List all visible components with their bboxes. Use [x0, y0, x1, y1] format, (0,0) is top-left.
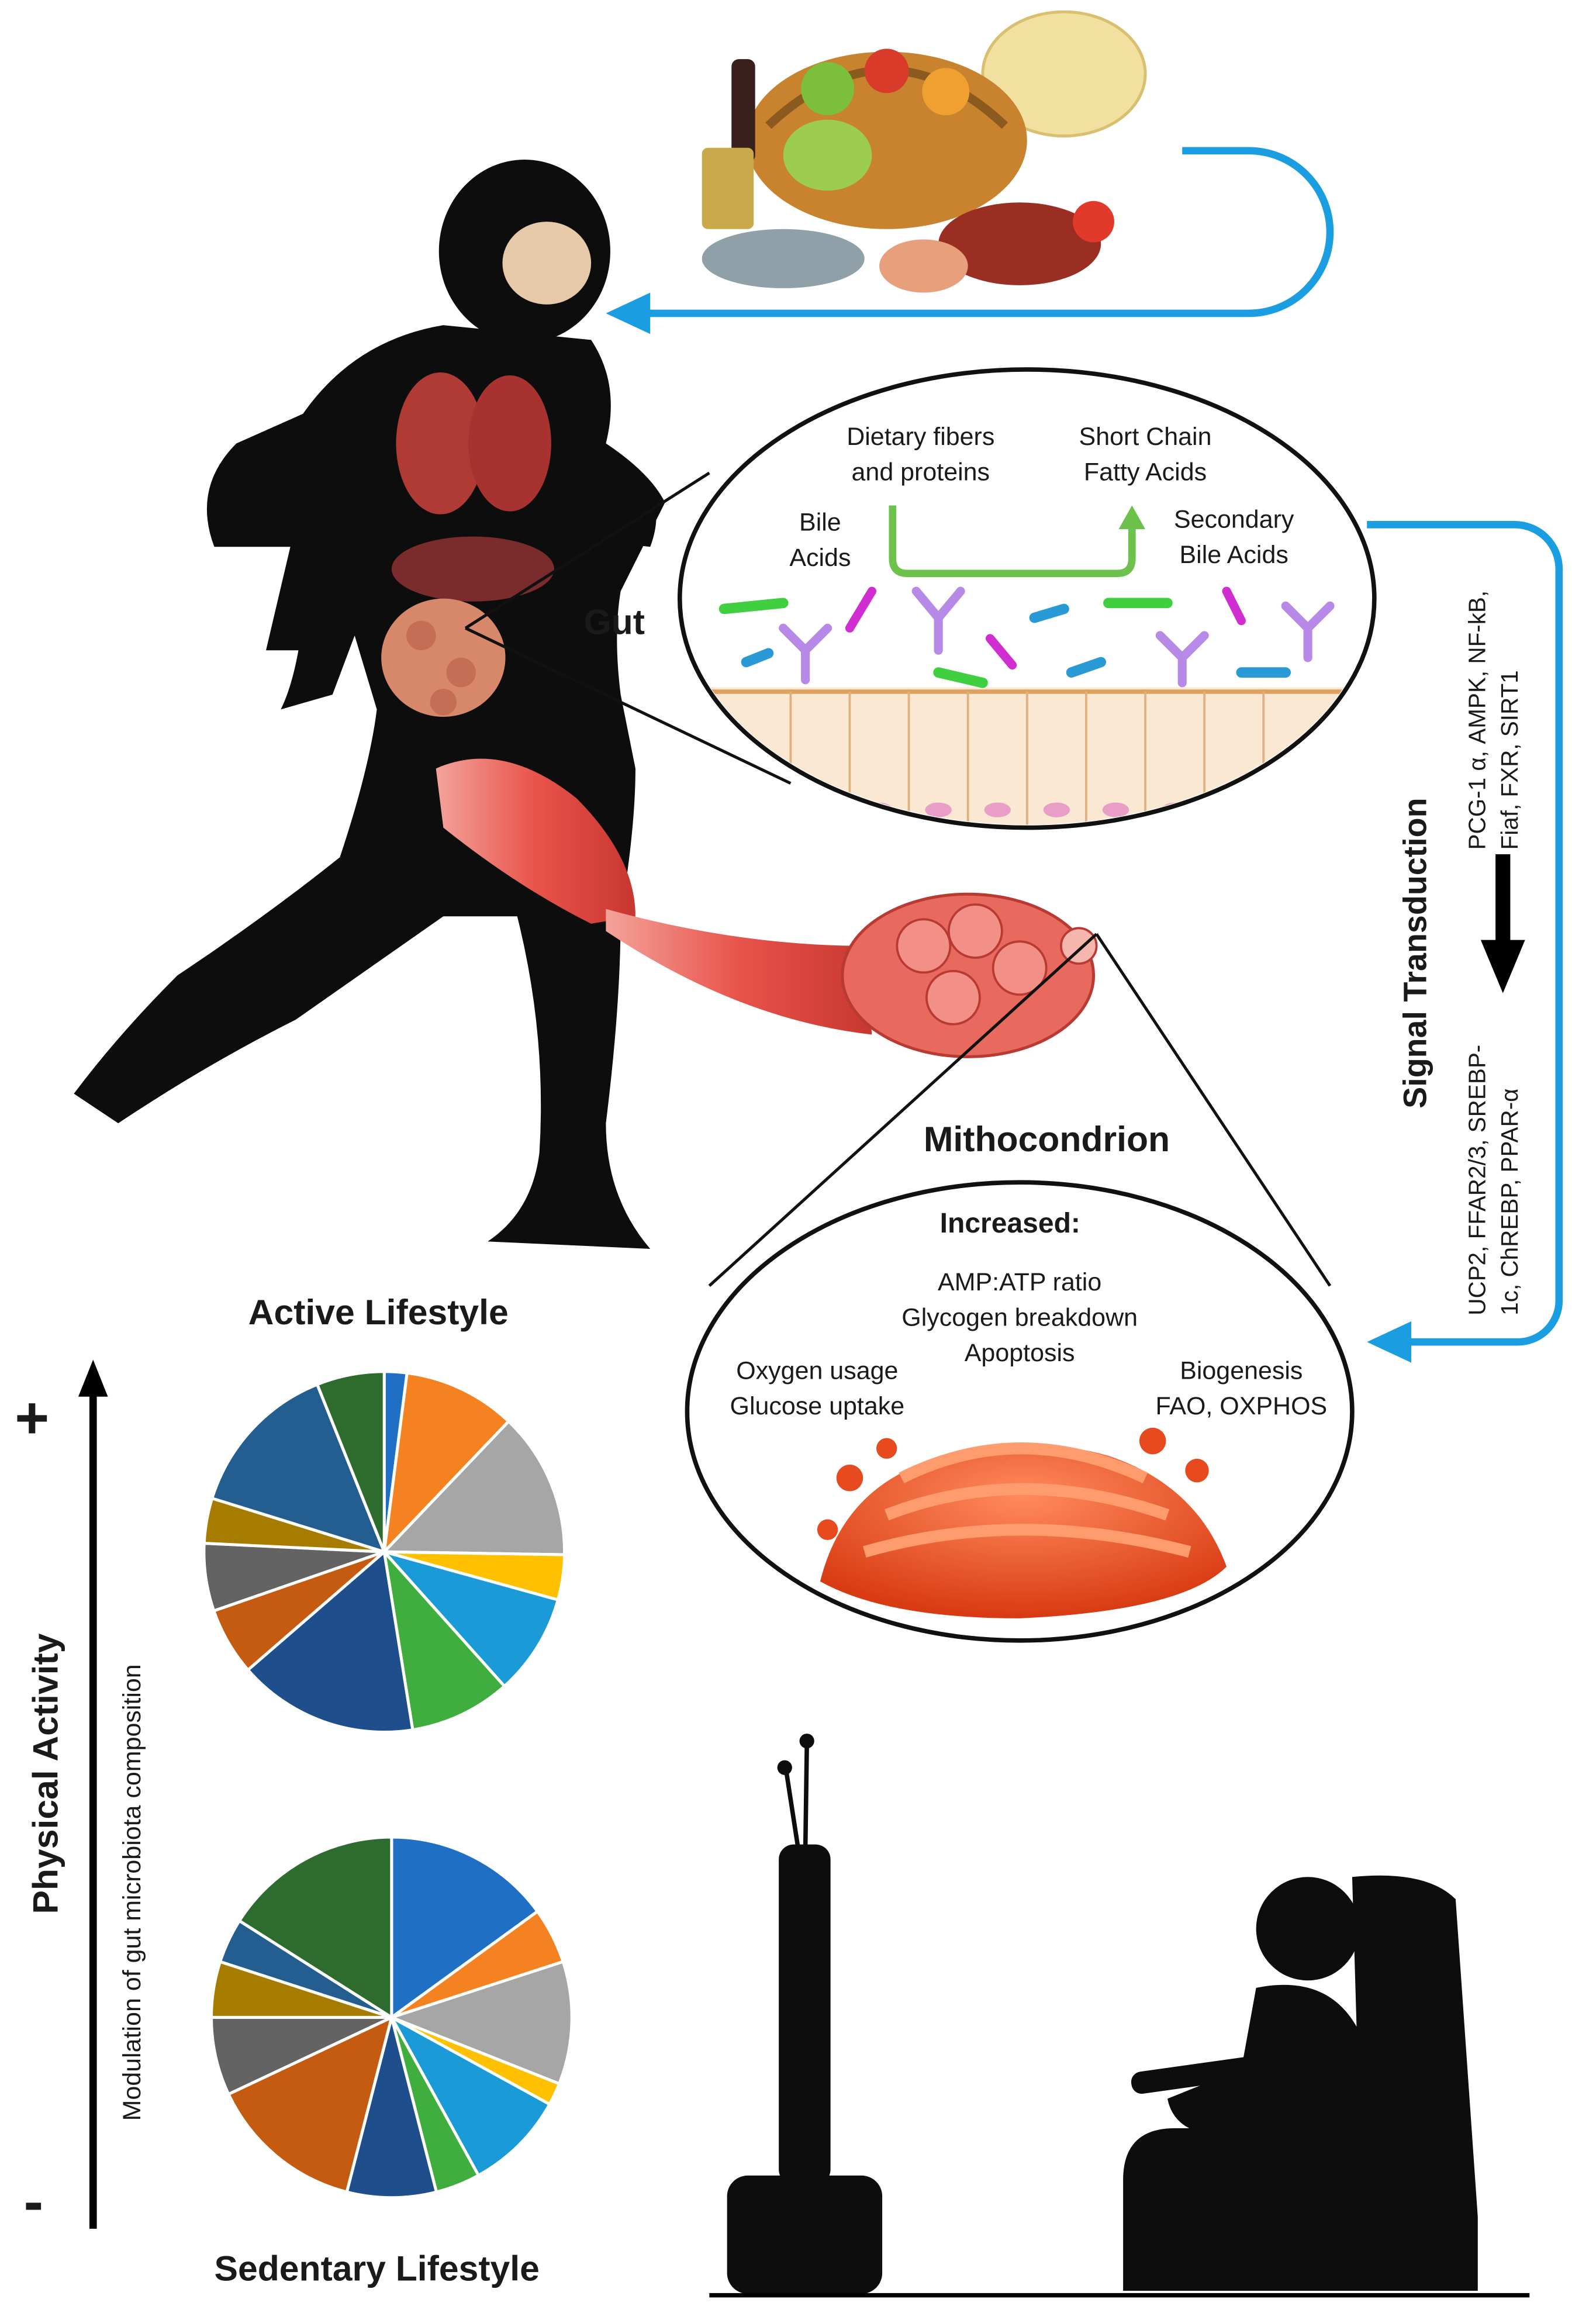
sedentary-pie-slice-3	[387, 1959, 574, 2086]
mitochondrion-illustration	[817, 1427, 1227, 1618]
seated-person-illustration	[1123, 1875, 1478, 2291]
active-pie-slice-2	[382, 1371, 511, 1556]
microbiota-modulation-label: Modulation of gut microbiota composition	[118, 1664, 147, 2121]
active-pie-slice-6	[382, 1547, 507, 1732]
tv-illustration	[727, 1734, 883, 2294]
sedentary-pie-slice-7	[345, 2017, 438, 2200]
active-lifestyle-pie	[202, 1370, 566, 1734]
plus-sign: +	[15, 1386, 50, 1452]
active-lifestyle-title: Active Lifestyle	[248, 1293, 509, 1334]
signal-upstream-list: PCG-1 α, AMPK, NF-kB,Fiaf, FXR, SIRT1	[1466, 590, 1524, 850]
active-pie-slice-7	[246, 1549, 414, 1734]
thigh-muscle-illustration	[436, 758, 635, 924]
mitochondrion-zoom-ellipse	[685, 1180, 1355, 1643]
active-pie-slice-11	[210, 1382, 387, 1555]
increased-label: Increased:	[939, 1209, 1080, 1240]
active-pie-slice-5	[379, 1549, 560, 1689]
gut-title: Gut	[583, 603, 645, 643]
sedentary-pie-slice-9	[209, 2015, 392, 2097]
sedentary-pie-slice-5	[388, 2014, 552, 2178]
green-conversion-arrow	[889, 505, 1136, 578]
signal-downstream-list: UCP2, FFAR2/3, SREBP-1c, ChREBP, PPAR-α	[1466, 1044, 1524, 1316]
signal-transduction-title: Signal Transduction	[1396, 798, 1433, 1109]
runner-silhouette	[74, 160, 665, 1249]
active-pie-slice-12	[315, 1370, 386, 1553]
organs-illustration	[381, 222, 592, 717]
muscle-fiber-illustration	[606, 892, 1098, 1058]
signal-transduction-arrow	[1367, 521, 1563, 1346]
downstream-arrow	[1480, 854, 1525, 993]
physical-activity-axis	[78, 1359, 108, 2229]
sedentary-lifestyle-pie	[209, 1835, 574, 2200]
physical-activity-label: Physical Activity	[26, 1633, 67, 1914]
diet-intake-arrow	[620, 147, 1334, 321]
sedentary-lifestyle-title: Sedentary Lifestyle	[214, 2249, 540, 2290]
bacteria-illustration	[718, 586, 1335, 688]
sedentary-pie-slice-8	[226, 2014, 394, 2194]
sedentary-pie-slice-1	[390, 1835, 540, 2021]
mitochondrion-title: Mithocondrion	[923, 1120, 1170, 1161]
food-basket-illustration	[702, 10, 1147, 293]
active-pie-slice-3	[381, 1419, 566, 1556]
minus-sign: -	[23, 2169, 44, 2235]
sedentary-pie-slice-12	[237, 1835, 393, 2021]
